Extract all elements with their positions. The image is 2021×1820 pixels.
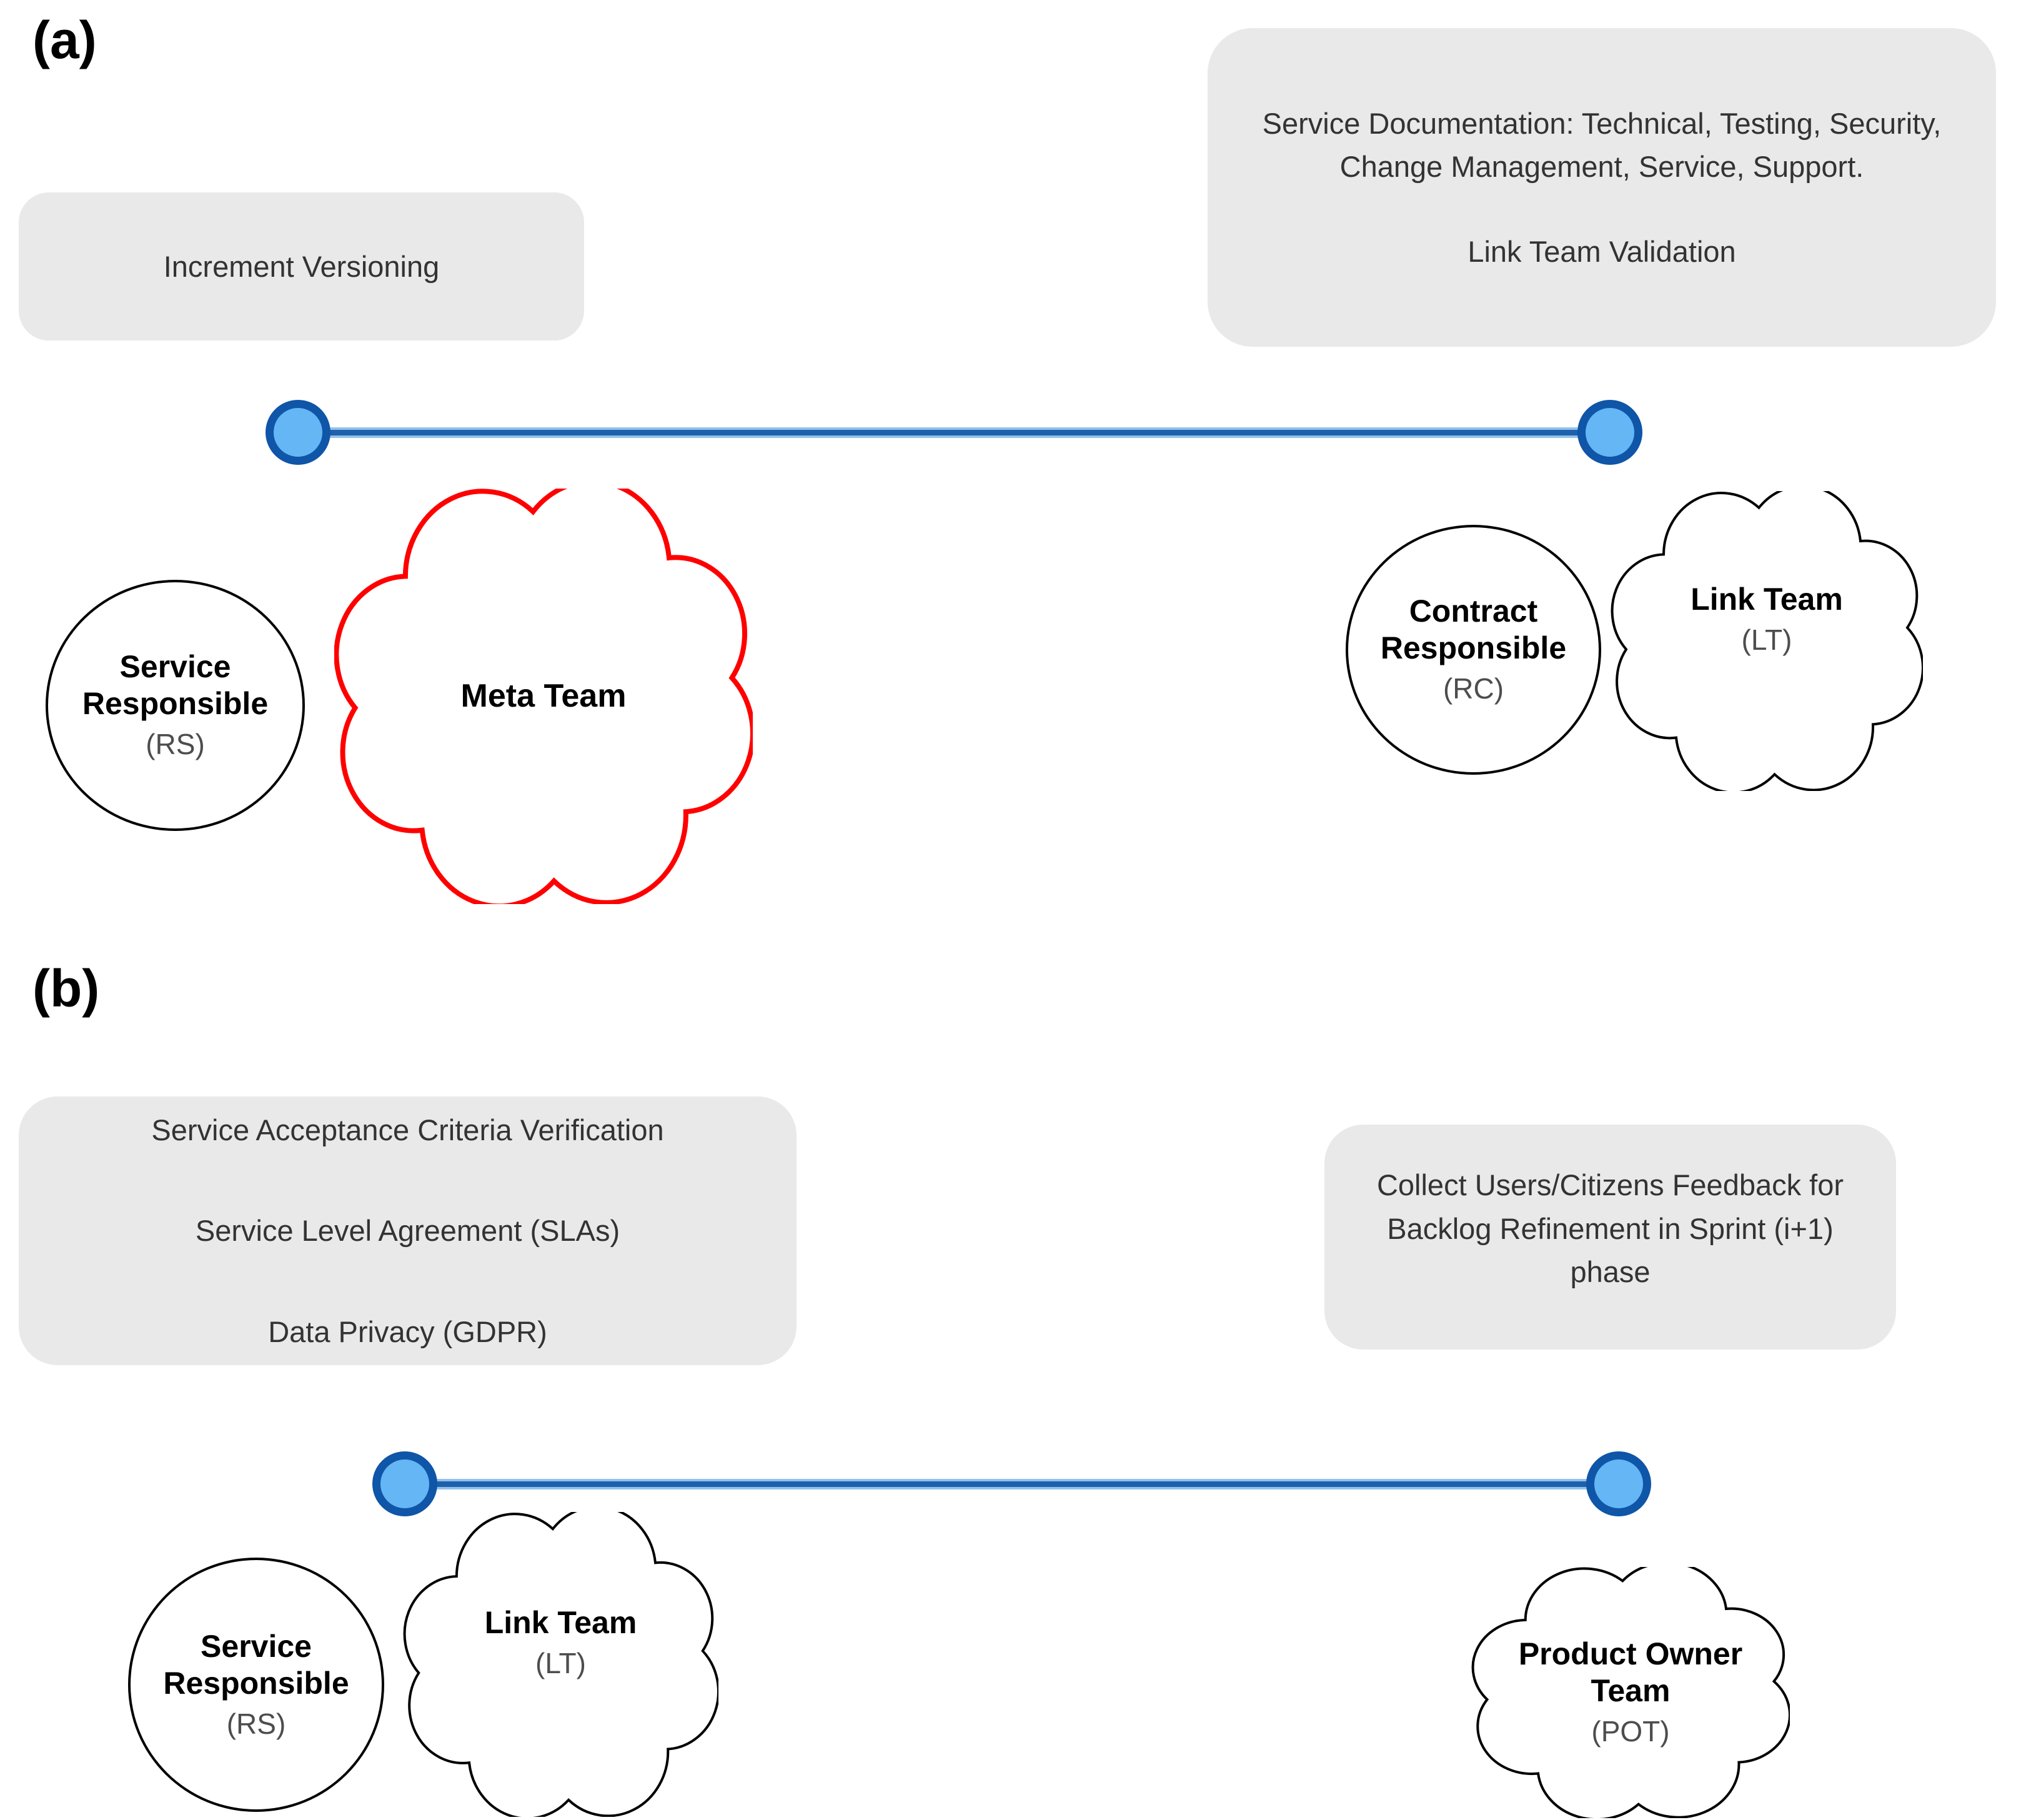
panel-a-label: (a)	[32, 11, 97, 69]
node-service-responsible-a: Service Responsible (RS)	[46, 580, 305, 831]
panel-b-connector-line	[405, 1479, 1619, 1489]
node-product-owner-team-cloud: Product Owner Team (POT)	[1471, 1567, 1790, 1818]
node-link-team-a-abbr: (LT)	[1741, 623, 1792, 656]
panel-a-right-note: Service Documentation: Technical, Testin…	[1208, 28, 1996, 347]
cloud-shape-red	[334, 489, 753, 904]
node-contract-responsible-title-line1: Contract	[1409, 594, 1538, 629]
node-service-responsible-a-title-line1: Service	[119, 649, 231, 685]
node-product-owner-team-title-line1: Product Owner	[1518, 1636, 1743, 1672]
node-service-responsible-a-title-line2: Responsible	[82, 686, 269, 722]
node-link-team-a-label-wrap: Link Team (LT)	[1611, 491, 1923, 791]
panel-b-left-note: Service Acceptance Criteria Verification…	[19, 1096, 797, 1365]
panel-a-left-note: Increment Versioning	[19, 192, 584, 341]
panel-a-right-note-paragraph1: Service Documentation: Technical, Testin…	[1262, 106, 1942, 184]
node-contract-responsible: Contract Responsible (RC)	[1346, 525, 1601, 775]
node-link-team-b-title: Link Team	[484, 1604, 637, 1640]
cloud-shape-black	[403, 1512, 718, 1817]
node-link-team-a-cloud: Link Team (LT)	[1611, 491, 1923, 791]
panel-b-connector-endpoint-left	[372, 1451, 437, 1516]
node-meta-team-cloud: Meta Team	[334, 489, 753, 904]
node-product-owner-team-abbr: (POT)	[1591, 1715, 1670, 1748]
node-meta-team-label-wrap: Meta Team	[334, 489, 753, 904]
panel-a-connector-endpoint-right	[1577, 400, 1642, 465]
cloud-shape-black	[1471, 1567, 1790, 1818]
node-service-responsible-b: Service Responsible (RS)	[128, 1558, 384, 1812]
panel-b-right-note-text: Collect Users/Citizens Feedback for Back…	[1376, 1168, 1844, 1289]
node-contract-responsible-abbr: (RC)	[1443, 672, 1504, 705]
panel-b-label: (b)	[32, 959, 100, 1018]
node-meta-team-title: Meta Team	[460, 677, 627, 714]
panel-b-left-note-line2: Service Level Agreement (SLAs)	[195, 1214, 620, 1248]
panel-b-connector-endpoint-right	[1586, 1451, 1651, 1516]
panel-a-left-note-text: Increment Versioning	[163, 249, 440, 283]
panel-a-connector-endpoint-left	[266, 400, 330, 465]
node-service-responsible-b-title-line2: Responsible	[163, 1665, 349, 1701]
cloud-shape-black	[1611, 491, 1923, 791]
panel-a-connector-line	[298, 427, 1610, 438]
node-link-team-b-abbr: (LT)	[535, 1646, 586, 1679]
node-link-team-a-title: Link Team	[1691, 581, 1843, 617]
node-service-responsible-a-abbr: (RS)	[146, 728, 205, 761]
panel-a-right-note-paragraph2: Link Team Validation	[1467, 234, 1736, 268]
panel-b-right-note: Collect Users/Citizens Feedback for Back…	[1324, 1125, 1896, 1350]
node-product-owner-team-title-line2: Team	[1591, 1673, 1671, 1709]
node-link-team-b-label-wrap: Link Team (LT)	[403, 1512, 718, 1817]
panel-b-left-note-line3: Data Privacy (GDPR)	[268, 1315, 547, 1348]
node-link-team-b-cloud: Link Team (LT)	[403, 1512, 718, 1817]
panel-b-left-note-line1: Service Acceptance Criteria Verification	[151, 1113, 664, 1146]
node-service-responsible-b-abbr: (RS)	[226, 1707, 286, 1740]
node-service-responsible-b-title-line1: Service	[201, 1628, 312, 1664]
node-product-owner-team-label-wrap: Product Owner Team (POT)	[1471, 1567, 1790, 1818]
node-contract-responsible-title-line2: Responsible	[1380, 630, 1567, 666]
